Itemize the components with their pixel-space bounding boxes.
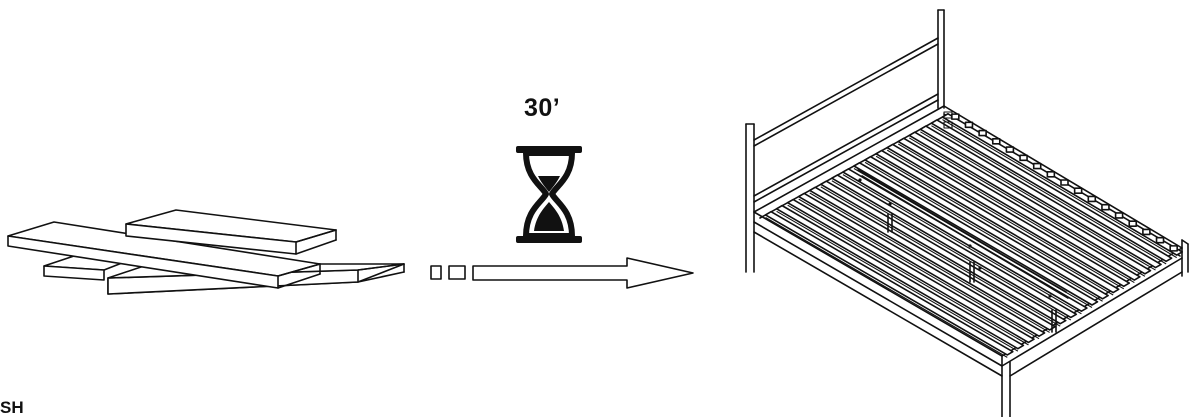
arrow-right-icon (430, 257, 694, 289)
slat (808, 186, 1056, 331)
slat-edge (787, 204, 1029, 346)
screw-dot (858, 178, 862, 182)
slat-edge (942, 119, 1177, 259)
slat-clip (1114, 212, 1124, 219)
slat (886, 143, 1131, 288)
slat-clip (1169, 245, 1178, 252)
slat (875, 149, 1120, 294)
slat (908, 131, 1152, 275)
hourglass-icon (516, 146, 582, 243)
slat-clip (1073, 187, 1083, 195)
slat-edge (765, 216, 1008, 358)
slat-edge (776, 210, 1019, 352)
slat (820, 180, 1067, 325)
slat-clip (991, 138, 1001, 145)
slat-clip (1155, 236, 1165, 244)
slat-clip (1087, 195, 1097, 203)
slat-edge (820, 186, 1061, 327)
slat-edge (864, 161, 1103, 302)
slat (764, 210, 1014, 356)
slat-edge (909, 137, 1146, 277)
slat (775, 204, 1025, 350)
bed-slats (764, 113, 1184, 358)
slat-edge (875, 155, 1114, 296)
slat-clip (964, 121, 974, 129)
corner-code-label: SH (0, 398, 24, 417)
slat (853, 162, 1099, 306)
slat-clip (1128, 220, 1138, 227)
slat-clip (1142, 228, 1151, 236)
slat (786, 198, 1035, 344)
slat (919, 125, 1162, 269)
stacked-boards-icon (7, 209, 405, 295)
slat-clip (978, 129, 987, 137)
slat-edge (931, 125, 1167, 265)
slat-clip (1060, 179, 1069, 186)
slat-edge (798, 198, 1040, 340)
slat-edge (809, 192, 1050, 333)
screw-dot (888, 202, 892, 206)
slat (831, 174, 1078, 319)
screw-dot (978, 266, 982, 270)
slat (842, 168, 1088, 313)
slat-clip (1019, 154, 1028, 162)
slat-edge (886, 149, 1125, 290)
slat-edge (920, 131, 1156, 271)
slat (797, 192, 1046, 337)
slat-edge (831, 180, 1072, 321)
slat (930, 119, 1173, 263)
screw-dot (1048, 294, 1052, 298)
assembled-bed-icon (745, 9, 1189, 417)
duration-label: 30’ (524, 94, 561, 122)
slat-clip (1101, 203, 1110, 211)
slat-clip (1005, 146, 1015, 153)
slat-edge (842, 174, 1082, 315)
screw-dot (968, 244, 972, 248)
slat-edge (897, 143, 1135, 284)
slat-clip (951, 113, 960, 120)
slat-clip (1032, 162, 1042, 170)
slat (864, 155, 1109, 300)
slat (897, 137, 1141, 281)
slat-clip (1046, 170, 1056, 178)
